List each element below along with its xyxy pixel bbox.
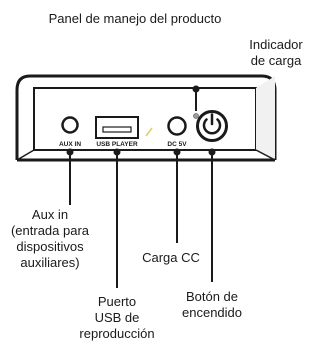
usb-port-tongue (102, 126, 132, 133)
usb-port-label: Puerto USB de reproducción (72, 294, 162, 342)
usb-port-label-line: Puerto (97, 294, 137, 309)
dc-5v-port-label: DC 5V (167, 141, 187, 148)
aux-in-port-label: AUX IN (59, 141, 81, 148)
aux-in-label-line: Aux in (31, 207, 69, 222)
charge-indicator-leader-dot (192, 85, 200, 93)
charge-indicator-label-line: Indicador (249, 37, 303, 52)
aux-in-label-line: dispositivos (16, 239, 84, 254)
dc-charge-label-line: Carga CC (142, 250, 200, 265)
charge-indicator-label-line: de carga (250, 53, 302, 68)
power-button (196, 110, 228, 142)
page-title: Panel de manejo del producto (48, 11, 222, 26)
device-side-shading (256, 76, 275, 160)
panel-bottom-bevel (16, 149, 276, 161)
power-button-label-line: encendido (182, 305, 242, 320)
usb-port-leader-dot (113, 148, 121, 156)
charge-indicator-label: Indicador de carga (236, 37, 316, 69)
usb-player-port-label: USB PLAYER (96, 141, 138, 148)
usb-port-label-line: USB de (94, 310, 140, 325)
dc-charge-leader-dot (173, 148, 181, 156)
dc-charge-label: Carga CC (131, 250, 211, 266)
aux-in-label: Aux in (entrada para dispositivos auxili… (4, 207, 96, 271)
aux-in-label-line: (entrada para (10, 223, 90, 238)
dc-5v-jack (167, 116, 187, 136)
power-button-leader-dot (208, 148, 216, 156)
aux-in-label-line: auxiliares) (20, 255, 80, 270)
power-icon (202, 113, 222, 135)
power-button-label-line: Botón de (185, 289, 239, 304)
usb-port-label-line: reproducción (79, 326, 155, 341)
aux-in-leader-dot (66, 148, 74, 156)
charge-indicator-led (193, 113, 199, 119)
usb-glint-icon (145, 127, 153, 137)
aux-in-jack (61, 116, 79, 134)
power-button-label: Botón de encendido (174, 289, 250, 321)
